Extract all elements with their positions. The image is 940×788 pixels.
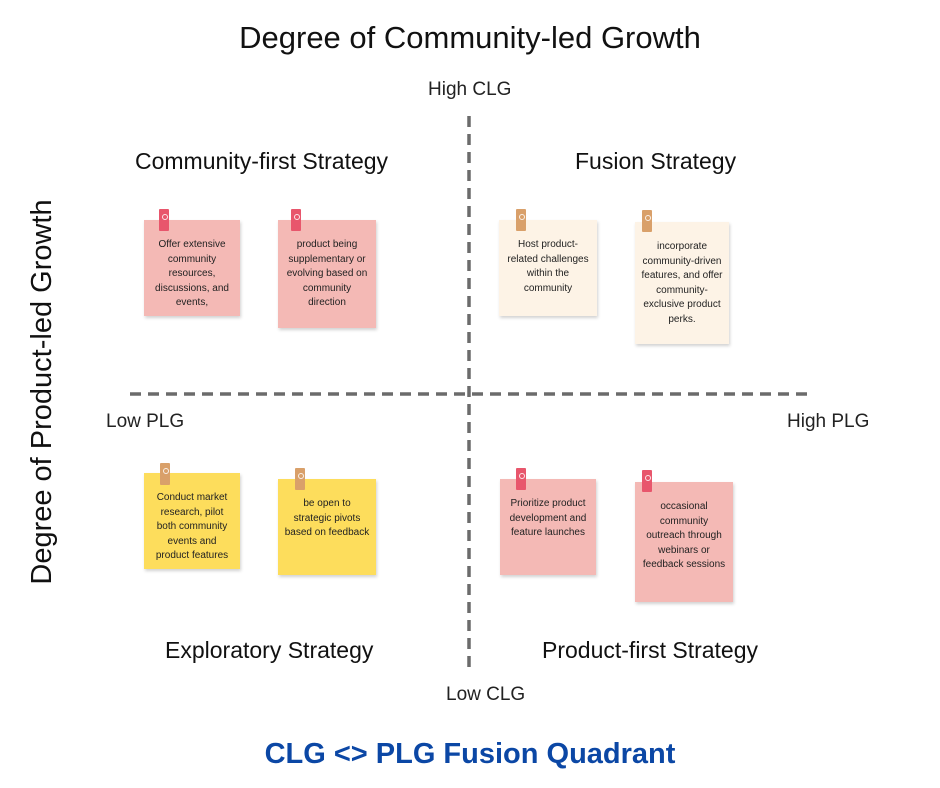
pin-icon bbox=[159, 209, 169, 231]
sticky-note-text: incorporate community-driven features, a… bbox=[641, 241, 723, 325]
low-clg-label: Low CLG bbox=[446, 684, 526, 705]
pin-icon bbox=[642, 210, 652, 232]
sticky-note-text: Offer extensive community resources, dis… bbox=[155, 239, 229, 308]
quadrant-title-fusion: Fusion Strategy bbox=[575, 148, 737, 174]
quadrant-title-community-first: Community-first Strategy bbox=[135, 148, 389, 174]
sticky-note: occasional community outreach through we… bbox=[635, 482, 733, 602]
high-plg-label: High PLG bbox=[787, 411, 870, 432]
pin-icon bbox=[516, 209, 526, 231]
quadrant-title-product-first: Product-first Strategy bbox=[542, 637, 759, 663]
footer-title: CLG <> PLG Fusion Quadrant bbox=[264, 738, 676, 770]
sticky-note: Host product-related challenges within t… bbox=[499, 220, 597, 316]
low-plg-label: Low PLG bbox=[106, 411, 185, 432]
sticky-note-text: be open to strategic pivots based on fee… bbox=[284, 498, 370, 538]
pin-icon bbox=[516, 468, 526, 490]
y-axis-title: Degree of Product-led Growth bbox=[26, 199, 58, 585]
quadrant-title-exploratory: Exploratory Strategy bbox=[165, 637, 374, 663]
sticky-note: incorporate community-driven features, a… bbox=[635, 222, 729, 344]
sticky-note-text: Conduct market research, pilot both comm… bbox=[155, 492, 229, 561]
sticky-note-text: product being supplementary or evolving … bbox=[286, 239, 368, 308]
sticky-note: Offer extensive community resources, dis… bbox=[144, 220, 240, 316]
sticky-note: product being supplementary or evolving … bbox=[278, 220, 376, 328]
sticky-note: Conduct market research, pilot both comm… bbox=[144, 473, 240, 569]
sticky-note-text: Prioritize product development and featu… bbox=[509, 498, 587, 538]
pin-icon bbox=[160, 463, 170, 485]
pin-icon bbox=[291, 209, 301, 231]
high-clg-label: High CLG bbox=[428, 79, 512, 100]
sticky-note: Prioritize product development and featu… bbox=[500, 479, 596, 575]
chart-title: Degree of Community-led Growth bbox=[239, 20, 701, 55]
pin-icon bbox=[295, 468, 305, 490]
sticky-note-text: occasional community outreach through we… bbox=[642, 501, 726, 570]
sticky-note-text: Host product-related challenges within t… bbox=[507, 239, 589, 294]
pin-icon bbox=[642, 470, 652, 492]
sticky-note: be open to strategic pivots based on fee… bbox=[278, 479, 376, 575]
